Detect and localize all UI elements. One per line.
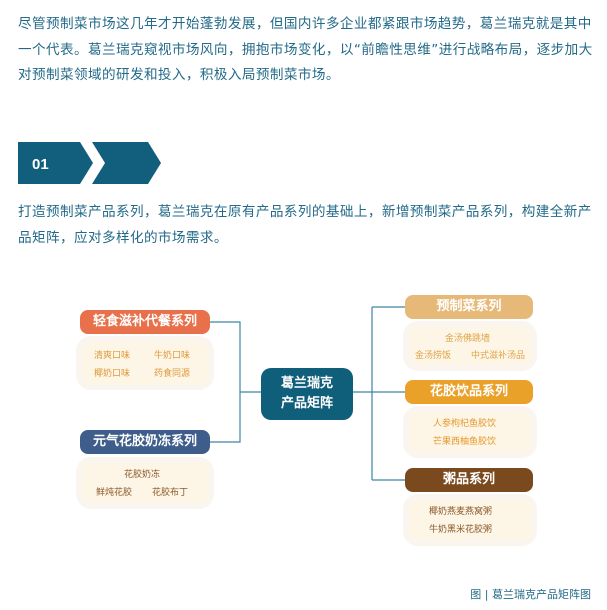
intro-paragraph: 尽管预制菜市场这几年才开始蓬勃发展，但国内许多企业都紧跟市场趋势，葛兰瑞克就是其… — [18, 16, 593, 83]
card-fish-maw-jelly: 花胶奶冻 鲜炖花胶 花胶布丁 — [82, 463, 208, 503]
branch-porridge: 粥品系列 — [405, 468, 533, 492]
figure-caption: 图 | 葛兰瑞克产品矩阵图 — [470, 588, 591, 601]
mindmap-connectors — [210, 306, 405, 481]
center-node-product-matrix: 葛兰瑞克 产品矩阵 — [261, 368, 353, 420]
branch-fish-maw-jelly: 元气花胶奶冻系列 — [80, 430, 210, 454]
card-prepared-dishes: 金汤佛跳墙 金汤捞饭 中式滋补汤品 — [409, 327, 531, 365]
card-light-meal: 清爽口味 牛奶口味 椰奶口味 药食同源 — [82, 342, 208, 384]
banner-arrow-1 — [18, 142, 93, 184]
card-fish-maw-drinks: 人参枸杞鱼胶饮 芒果西柚鱼胶饮 — [409, 412, 531, 452]
card-porridge: 椰奶燕麦燕窝粥 牛奶黑米花胶粥 — [409, 500, 531, 540]
banner-number: 01 — [32, 156, 49, 173]
point-paragraph: 打造预制菜产品系列，葛兰瑞克在原有产品系列的基础上，新增预制菜产品系列，构建全新… — [18, 204, 592, 246]
branch-prepared-dishes: 预制菜系列 — [405, 295, 533, 319]
branch-light-meal: 轻食滋补代餐系列 — [80, 310, 210, 334]
section-number-banner: 01 — [18, 142, 168, 184]
branch-fish-maw-drinks: 花胶饮品系列 — [405, 380, 533, 404]
banner-arrow-2 — [92, 142, 161, 184]
